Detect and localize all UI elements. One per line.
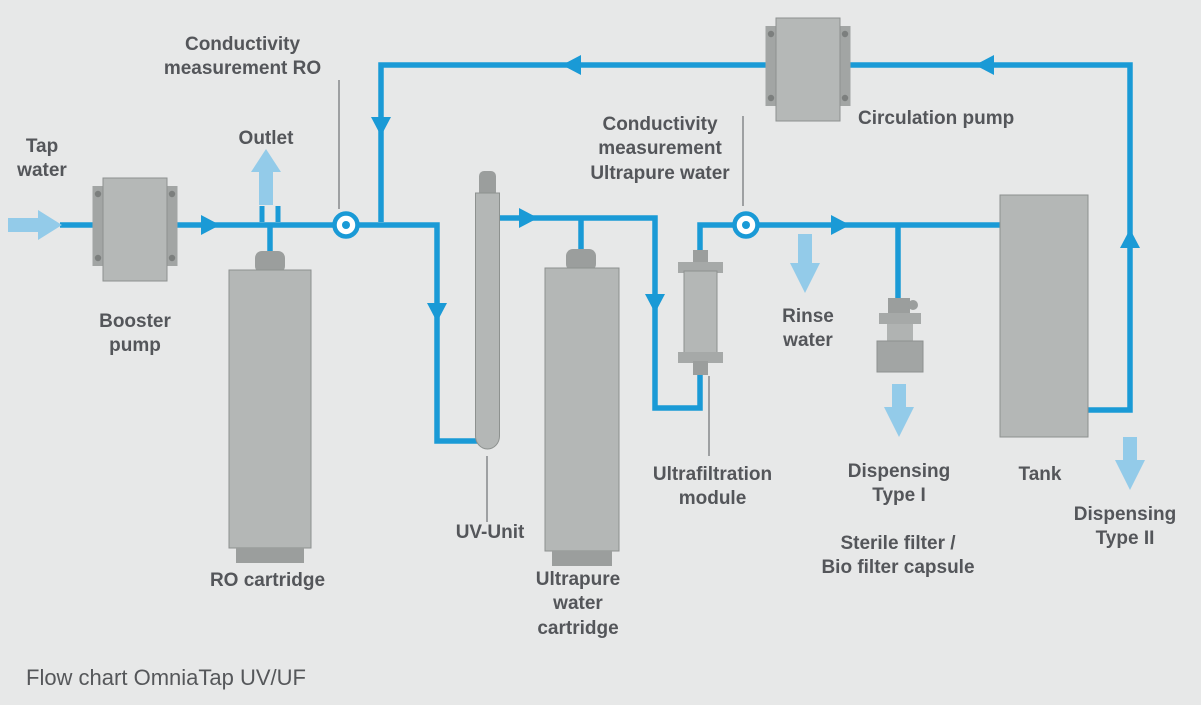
sterile-filter-base [876, 340, 924, 373]
label-dispensing-type-1: Dispensing Type I [847, 461, 951, 507]
sterile-filter-flange [879, 313, 921, 324]
sterile-filter-port [908, 300, 918, 310]
label-conductivity-ultrapure: Conductivity measurement Ultrapure water [590, 114, 730, 184]
ro-cartridge [228, 251, 312, 563]
arrow-right-after-pump-icon [201, 215, 220, 235]
label-sterile-filter: Sterile filter / Bio filter capsule [821, 533, 975, 579]
label-ro-cartridge: RO cartridge [209, 570, 326, 591]
label-booster-pump: Booster pump [99, 311, 171, 357]
tap-water-arrow-icon [8, 210, 62, 240]
uf-top-flange [678, 262, 723, 273]
label-tank: Tank [1018, 464, 1062, 485]
sterile-filter-head [888, 298, 910, 313]
ro-cartridge-neck [255, 251, 285, 273]
arrow-left-top-2-icon [562, 55, 581, 75]
label-dispensing-type-2: Dispensing Type II [1073, 504, 1177, 550]
soft-arrows [8, 149, 1145, 490]
ro-cartridge-base [236, 548, 304, 563]
uv-unit [475, 171, 500, 450]
label-rinse-water: Rinse water [782, 306, 834, 352]
ultrapure-cartridge-neck [566, 249, 596, 271]
ultrapure-water-cartridge [544, 249, 620, 566]
arrow-right-uv-out-icon [519, 208, 538, 228]
booster-pump-body [102, 177, 168, 282]
dispensing-type1-arrow-icon [884, 384, 914, 437]
flow-arrowheads [201, 55, 1140, 322]
arrow-down-return-icon [371, 117, 391, 136]
label-conductivity-ro: Conductivity measurement RO [163, 34, 322, 80]
conductivity-sensor-ro [332, 211, 360, 239]
uf-top-fitting [693, 250, 708, 264]
label-outlet: Outlet [238, 128, 294, 149]
sterile-filter [876, 298, 924, 373]
arrow-up-riser-icon [1120, 229, 1140, 248]
label-circulation-pump: Circulation pump [858, 108, 1015, 129]
uf-bottom-flange [678, 352, 723, 363]
uv-unit-tube [475, 192, 500, 450]
ro-cartridge-body [228, 269, 312, 549]
tank-body [999, 194, 1089, 438]
uf-body [683, 270, 718, 355]
circulation-pump [765, 17, 851, 122]
booster-pump [92, 177, 178, 282]
arrow-left-top-1-icon [975, 55, 994, 75]
leader-lines [338, 80, 744, 522]
sterile-filter-neck [887, 324, 913, 341]
label-uv-unit: UV-Unit [455, 522, 525, 543]
ultrapure-cartridge-base [552, 551, 612, 566]
ultrapure-cartridge-body [544, 267, 620, 552]
ultrafiltration-module [678, 250, 723, 375]
circulation-pump-bracket-right [839, 26, 851, 106]
diagram-title: Flow chart OmniaTap UV/UF [26, 665, 306, 690]
uv-unit-cap [479, 171, 496, 197]
label-ultrafiltration-module: Ultrafiltration module [652, 464, 773, 510]
circulation-pump-bracket-left [765, 26, 777, 106]
label-tap-water: Tap water [17, 136, 67, 182]
arrow-right-to-tank-icon [831, 215, 850, 235]
conductivity-sensor-ultrapure [732, 211, 760, 239]
rinse-water-arrow-icon [790, 234, 820, 293]
outlet-arrow-icon [251, 149, 281, 205]
booster-pump-bracket-left [92, 186, 104, 266]
circulation-pump-body [775, 17, 841, 122]
uf-bottom-fitting [693, 361, 708, 375]
label-ultrapure-cartridge: Ultrapure water cartridge [535, 569, 621, 639]
pipe-main-feed [60, 222, 488, 444]
arrow-down-to-uf-icon [645, 294, 665, 313]
booster-pump-bracket-right [166, 186, 178, 266]
dispensing-type2-arrow-icon [1115, 437, 1145, 490]
arrow-down-to-uv-icon [427, 303, 447, 322]
